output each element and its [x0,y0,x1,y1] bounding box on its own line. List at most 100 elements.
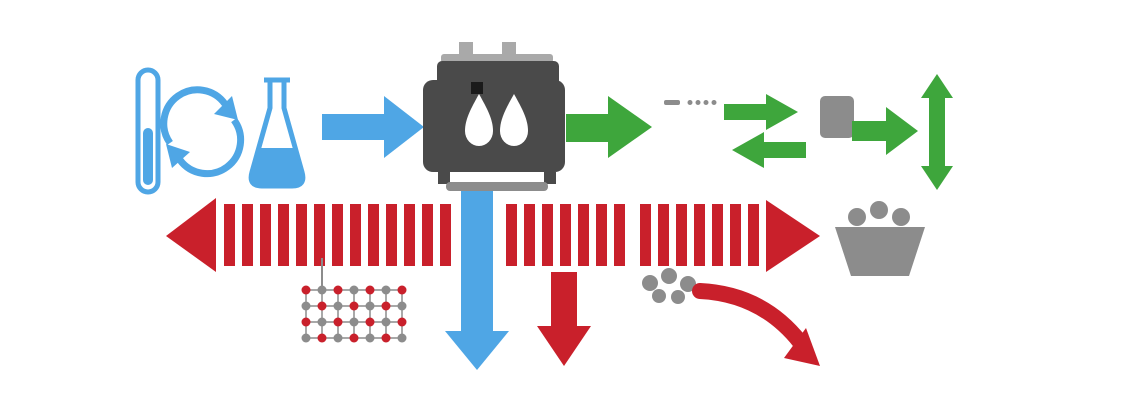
dot [703,100,709,105]
gray-crucible-boat-icon [835,201,925,276]
stripe [748,204,759,266]
furnace-leg-right [544,172,556,184]
exchange-arrow-left [732,132,806,168]
stripe [506,204,517,266]
lattice-atom [349,285,359,295]
cycle-arrowhead-top [214,96,238,120]
lattice-atom [397,317,407,327]
lattice-atom [349,317,359,327]
lattice-atom [365,317,375,327]
stripe [614,204,625,266]
stripe [542,204,553,266]
lattice-atom [381,333,391,343]
stripe [404,204,415,266]
test-tube-outline [135,67,161,195]
exchange-arrow-right [724,94,798,130]
stripe [278,204,289,266]
stripe [712,204,723,266]
red-down-arrow [537,272,591,366]
dot [711,100,717,105]
blue-down-arrow [445,191,509,370]
cycle-arrowhead-bottom [166,144,190,168]
stripe [242,204,253,266]
stripe [676,204,687,266]
lattice-atom [381,301,391,311]
ampoule-right [500,94,528,146]
stripe [368,204,379,266]
minus-dash [664,100,680,105]
furnace-leg-left [438,172,450,184]
furnace-top-plate [441,54,553,63]
lattice-atom [333,333,343,343]
charge-ball [848,208,866,226]
lattice-atom [365,333,375,343]
stripe [640,204,651,266]
stripe [560,204,571,266]
red-left-arrowhead [166,198,216,272]
crystal-lattice [301,285,407,343]
green-right-arrow [566,96,652,158]
blue-down-arrow-shaft [461,191,493,333]
charge-ball [870,201,888,219]
stripe [260,204,271,266]
lattice-atom [333,301,343,311]
lattice-atom [317,285,327,295]
lattice-atom [349,301,359,311]
red-striped-block-middle [506,204,625,266]
lattice-atom [349,333,359,343]
red-down-arrowhead [537,326,591,366]
red-down-arrow-shaft [551,272,577,328]
atom [652,289,666,303]
recycle-arrows-icon [160,86,245,178]
lattice-atom [381,317,391,327]
furnace-main-body [423,80,565,172]
lattice-atom [365,285,375,295]
stripe [524,204,535,266]
lattice-atom [317,317,327,327]
stripe [332,204,343,266]
test-tube-icon [135,67,161,195]
furnace-base [446,182,548,191]
red-right-arrowhead [766,200,820,272]
green-exchange-arrows [724,94,806,168]
lattice-atom [301,301,311,311]
stripe [694,204,705,266]
atom [680,276,696,292]
gray-cube-icon [820,96,854,138]
atom [642,275,658,291]
stripe [578,204,589,266]
stripe [596,204,607,266]
lattice-atom [397,285,407,295]
furnace-cap-right [502,42,516,55]
furnace-with-two-ampoules-icon [423,42,565,191]
stripe [422,204,433,266]
lattice-atom [317,301,327,311]
boat-body [835,227,925,276]
stripe [658,204,669,266]
stripe [440,204,451,266]
lattice-atom [317,333,327,343]
lattice-atom [301,317,311,327]
double-arrow-head-top [921,74,953,98]
stripe [350,204,361,266]
stripe [314,204,325,266]
stripe [730,204,741,266]
curved-arrowhead [784,328,820,366]
cycle-arc-bottom [177,117,245,178]
dash-and-dots [664,100,717,105]
atom [671,290,685,304]
flask-liquid [251,148,303,186]
furnace-valve [471,82,483,94]
red-striped-block-left [224,204,451,266]
red-right-arrow-striped [640,200,820,272]
furnace-cap-left [459,42,473,55]
blue-right-arrow [322,96,424,158]
stripe [224,204,235,266]
lattice-atom [333,317,343,327]
dot [687,100,693,105]
lattice-atom [381,285,391,295]
green-right-arrow-small [852,107,918,155]
lattice-atom [301,285,311,295]
